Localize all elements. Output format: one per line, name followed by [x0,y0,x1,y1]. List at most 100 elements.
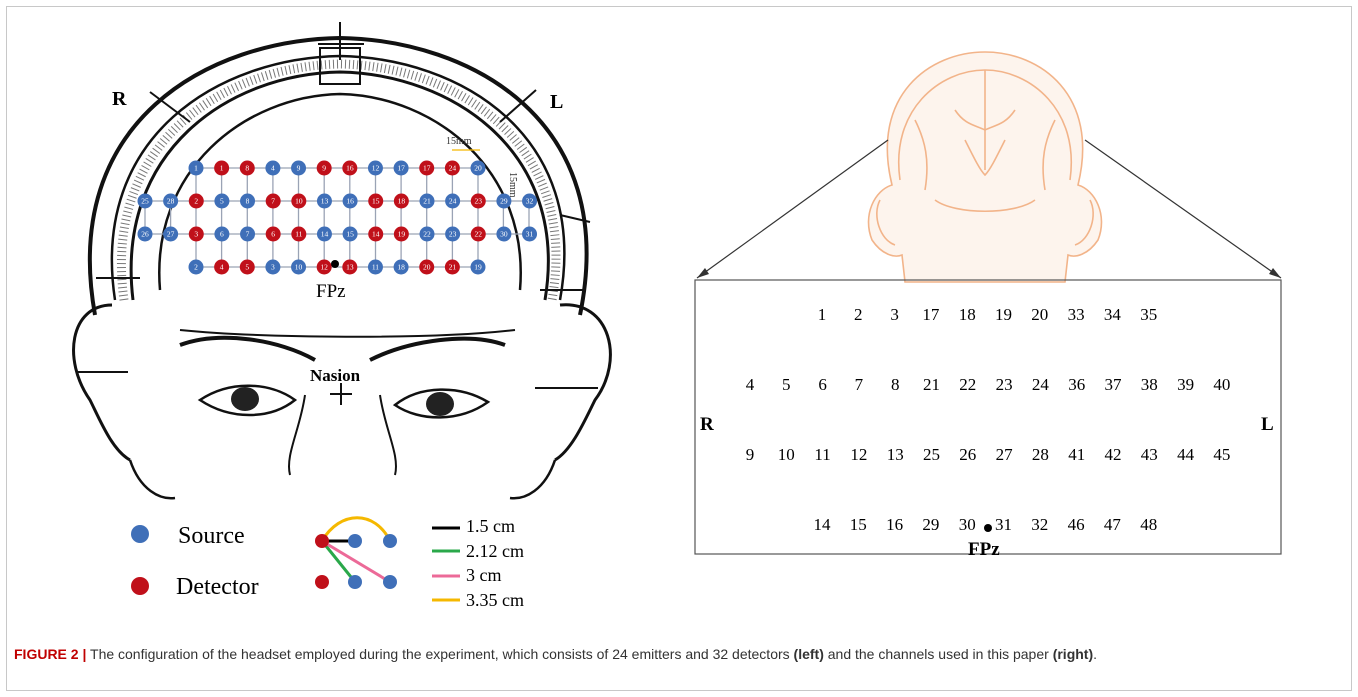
fpz-label-right: FPz [968,539,1000,560]
channel-44: 44 [1177,445,1195,464]
source-optode-8: 8 [240,194,255,209]
channel-35: 35 [1140,305,1157,324]
detector-optode-4: 4 [214,260,229,275]
channel-9: 9 [746,445,755,464]
figure-caption: FIGURE 2 | The configuration of the head… [14,645,1344,663]
svg-text:24: 24 [449,164,457,173]
source-optode-2: 2 [189,260,204,275]
svg-text:5: 5 [245,263,249,272]
source-optode-4: 4 [265,161,280,176]
svg-text:28: 28 [167,197,175,206]
channel-25: 25 [923,445,940,464]
channel-26: 26 [959,445,976,464]
channel-34: 34 [1104,305,1122,324]
svg-text:17: 17 [423,164,431,173]
svg-text:7: 7 [246,230,250,239]
source-optode-7: 7 [240,227,255,242]
channel-30: 30 [959,515,976,534]
source-optode-9: 9 [291,161,306,176]
svg-text:12: 12 [372,164,380,173]
svg-text:20: 20 [423,263,431,272]
svg-text:14: 14 [372,230,380,239]
svg-text:21: 21 [449,263,457,272]
detector-optode-23: 23 [471,194,486,209]
channel-33: 33 [1068,305,1085,324]
svg-text:14: 14 [321,230,329,239]
svg-text:18: 18 [397,263,405,272]
source-optode-13: 13 [317,194,332,209]
detector-optode-18: 18 [394,194,409,209]
channel-5: 5 [782,375,791,394]
detector-optode-12: 12 [317,260,332,275]
channel-46: 46 [1068,515,1085,534]
side-label-right-right-panel: R [700,414,714,435]
svg-text:9: 9 [322,164,326,173]
detector-optode-1: 1 [214,161,229,176]
channel-2: 2 [854,305,863,324]
svg-text:13: 13 [321,197,329,206]
figure-svg: R L Nasion 11849916121717242025282587101… [0,0,1358,640]
detector-optode-14: 14 [368,227,383,242]
channel-6: 6 [818,375,827,394]
source-optode-10: 10 [291,260,306,275]
legend-demo-detector-2 [315,575,329,589]
svg-text:4: 4 [220,263,224,272]
source-optode-11: 11 [368,260,383,275]
side-label-left-right-panel: L [1261,414,1274,435]
detector-optode-19: 19 [394,227,409,242]
svg-text:18: 18 [398,197,406,206]
channel-29: 29 [922,515,939,534]
svg-text:10: 10 [295,263,303,272]
source-optode-16: 16 [343,194,358,209]
spacing-label-h: 15mm [446,136,472,147]
legend-green-line [322,541,355,582]
legend-demo-source-4 [383,575,397,589]
legend-detector-marker [131,577,149,595]
fpz-dot-right [984,524,992,532]
detector-optode-6: 6 [266,227,281,242]
source-optode-1: 1 [189,161,204,176]
legend-demo-detector-1 [315,534,329,548]
svg-text:16: 16 [346,197,354,206]
channel-39: 39 [1177,375,1194,394]
arrowhead-right [697,268,709,278]
svg-text:2: 2 [194,263,198,272]
channel-31: 31 [995,515,1012,534]
svg-text:10: 10 [295,197,303,206]
source-optode-5: 5 [214,194,229,209]
projection-line-left [1085,140,1281,278]
caption-bold-left: (left) [794,646,824,662]
channel-47: 47 [1104,515,1122,534]
svg-text:29: 29 [500,197,508,206]
channel-7: 7 [855,375,864,394]
svg-text:3: 3 [271,263,275,272]
fpz-dot-left [331,260,339,268]
svg-text:26: 26 [141,230,149,239]
source-optode-28: 28 [163,194,178,209]
nasion-label: Nasion [310,366,361,385]
source-optode-21: 21 [419,194,434,209]
svg-text:23: 23 [449,230,457,239]
svg-text:31: 31 [526,230,534,239]
svg-text:6: 6 [220,230,224,239]
source-optode-17: 17 [394,161,409,176]
svg-text:23: 23 [475,197,483,206]
channel-16: 16 [886,515,903,534]
detector-optode-7: 7 [266,194,281,209]
side-label-right-left-panel: R [112,88,127,110]
source-optode-32: 32 [522,194,537,209]
legend-demo-source-2 [383,534,397,548]
channel-17: 17 [922,305,940,324]
channel-23: 23 [996,375,1013,394]
source-optode-31: 31 [522,227,537,242]
svg-text:15: 15 [346,230,354,239]
channel-1: 1 [818,305,827,324]
arrowhead-left [1269,268,1281,278]
side-label-left-left-panel: L [550,91,563,113]
legend-detector-label: Detector [176,574,259,600]
svg-text:12: 12 [320,263,328,272]
svg-text:20: 20 [474,164,482,173]
detector-optode-3: 3 [189,227,204,242]
